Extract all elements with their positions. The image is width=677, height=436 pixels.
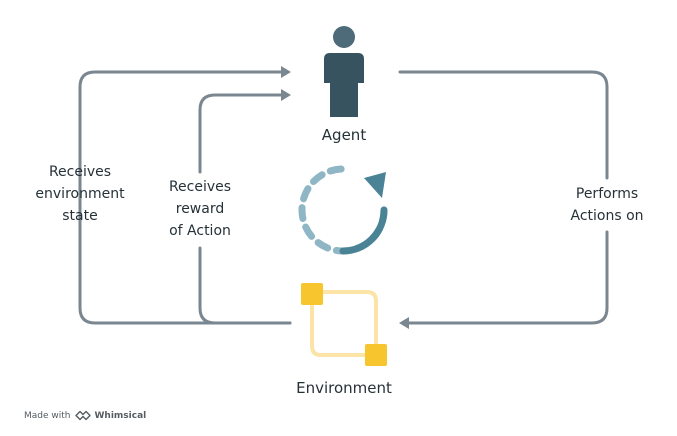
arrowhead-actions <box>399 317 409 329</box>
edge-label-environment-state: Receives environment state <box>20 161 140 227</box>
edge-label-line: state <box>62 208 98 224</box>
connector-reward <box>198 93 292 325</box>
cycle-arrow-icon <box>298 165 388 255</box>
made-with-text: Made with <box>24 410 71 421</box>
edge-label-actions: Performs Actions on <box>553 183 661 227</box>
whimsical-logo-icon <box>74 410 91 421</box>
edge-label-line: environment <box>35 186 125 202</box>
edge-label-line: Receives <box>48 164 112 180</box>
arrowhead-reward <box>281 89 291 101</box>
edge-label-reward: Receives reward of Action <box>150 176 250 242</box>
edge-label-line: of Action <box>169 223 231 239</box>
edge-label-line: Receives <box>168 179 232 195</box>
person-icon <box>324 26 364 117</box>
edge-label-line: Performs <box>575 186 639 202</box>
environment-label: Environment <box>296 379 392 397</box>
connector-environment-state <box>78 70 292 325</box>
arrowhead-state <box>281 66 291 78</box>
brand-name: Whimsical <box>94 410 147 421</box>
made-with-footer[interactable]: Made with Whimsical <box>24 410 146 421</box>
connector-actions <box>398 70 609 325</box>
agent-label: Agent <box>321 126 367 144</box>
edge-label-line: Actions on <box>570 208 644 224</box>
edge-label-line: reward <box>175 201 225 217</box>
workflow-squares-icon <box>301 283 387 366</box>
